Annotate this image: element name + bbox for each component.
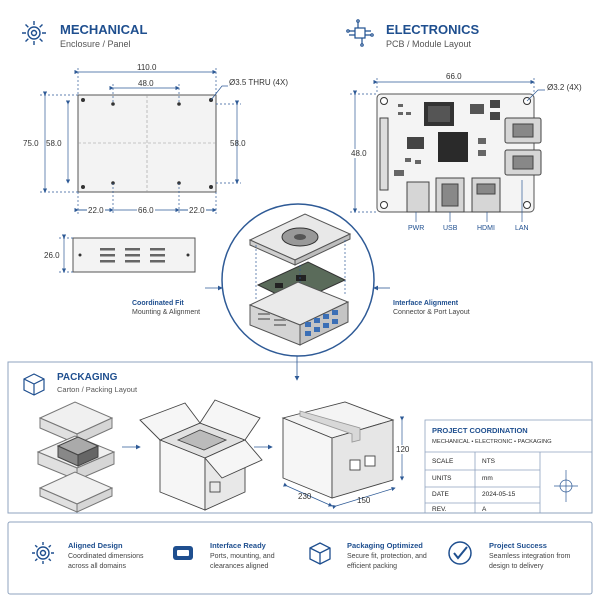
dim-hole-height-left: 58.0 bbox=[46, 139, 62, 148]
bottom-port-illustrations bbox=[406, 177, 501, 213]
iface-callout-desc: Connector & Port Layout bbox=[393, 309, 470, 316]
tb-label-date: DATE bbox=[432, 491, 449, 498]
dim-left-offset: 22.0 bbox=[87, 206, 105, 215]
fit-callout-desc: Mounting & Alignment bbox=[132, 309, 201, 316]
assembly-circle bbox=[221, 203, 375, 357]
dim-hole-height-right: 58.0 bbox=[230, 139, 246, 148]
lan-port-illustration bbox=[504, 117, 542, 176]
crosshair-icon bbox=[554, 470, 578, 502]
dim-pcb-width: 66.0 bbox=[446, 72, 462, 81]
tb-value-rev: A bbox=[482, 506, 487, 513]
tb-value-units: mm bbox=[482, 475, 493, 482]
enclosure-side-panel bbox=[59, 234, 196, 273]
tb-value-date: 2024-05-15 bbox=[482, 491, 516, 498]
dim-pcb-hole-note: Ø3.2 (4X) bbox=[547, 83, 582, 92]
dim-carton-height: 120 bbox=[396, 445, 410, 454]
enclosure-panel bbox=[77, 94, 217, 193]
title-block-frame bbox=[424, 419, 593, 514]
pcb-board bbox=[376, 93, 542, 213]
dim-hole-span: 48.0 bbox=[138, 79, 154, 88]
dim-carton-width: 150 bbox=[357, 496, 371, 505]
dim-pcb-height: 48.0 bbox=[351, 149, 367, 158]
footer-checkmark-icon bbox=[448, 541, 472, 565]
dim-height: 75.0 bbox=[23, 139, 39, 148]
electronics-title: ELECTRONICS bbox=[386, 22, 480, 37]
footer-title-interface: Interface Ready bbox=[210, 541, 266, 550]
mechanical-subtitle: Enclosure / Panel bbox=[60, 39, 131, 49]
closed-carton bbox=[281, 401, 395, 499]
tb-value-scale: NTS bbox=[482, 458, 495, 465]
footer-frame bbox=[7, 521, 593, 595]
gear-icon bbox=[22, 21, 46, 45]
footer-title-success: Project Success bbox=[489, 541, 547, 550]
packing-layers bbox=[36, 401, 116, 513]
footer-desc-aligned: Coordinated dimensions across all domain… bbox=[68, 553, 144, 570]
packaging-title: PACKAGING bbox=[57, 372, 118, 383]
tb-label-rev: REV. bbox=[432, 506, 447, 513]
footer-desc-interface: Ports, mounting, and clearances aligned bbox=[210, 553, 275, 570]
footer-cube-icon bbox=[309, 542, 331, 565]
title-block-disciplines: MECHANICAL • ELECTRONIC • PACKAGING bbox=[432, 439, 552, 445]
footer-connector-icon bbox=[173, 546, 193, 560]
dim-hole-note: Ø3.5 THRU (4X) bbox=[229, 78, 288, 87]
fit-callout-title: Coordinated Fit bbox=[132, 300, 184, 307]
box-icon bbox=[23, 373, 45, 396]
dim-side-height: 26.0 bbox=[44, 251, 60, 260]
port-label-lan: LAN bbox=[515, 225, 529, 232]
port-label-pwr: PWR bbox=[408, 225, 425, 232]
mechanical-title: MECHANICAL bbox=[60, 22, 148, 37]
dim-right-offset: 22.0 bbox=[188, 206, 206, 215]
tb-label-scale: SCALE bbox=[432, 458, 454, 465]
dim-carton-length: 230 bbox=[298, 492, 312, 501]
dim-center-span: 66.0 bbox=[137, 206, 155, 215]
tb-label-units: UNITS bbox=[432, 475, 452, 482]
footer-title-packaging: Packaging Optimized bbox=[347, 541, 423, 550]
title-block-heading: PROJECT COORDINATION bbox=[432, 426, 528, 435]
electronics-subtitle: PCB / Module Layout bbox=[386, 39, 472, 49]
footer-desc-success: Seamless integration from design to deli… bbox=[489, 553, 571, 570]
footer-desc-packaging: Secure fit, protection, and efficient pa… bbox=[347, 553, 427, 570]
open-carton bbox=[139, 399, 263, 511]
packaging-subtitle: Carton / Packing Layout bbox=[57, 385, 138, 394]
footer-gear-icon bbox=[32, 542, 54, 564]
footer-title-aligned: Aligned Design bbox=[68, 541, 123, 550]
circuit-icon bbox=[346, 19, 374, 47]
iface-callout-title: Interface Alignment bbox=[393, 300, 459, 307]
port-label-usb: USB bbox=[443, 225, 458, 232]
dim-width: 110.0 bbox=[137, 63, 157, 72]
port-label-hdmi: HDMI bbox=[477, 225, 495, 232]
